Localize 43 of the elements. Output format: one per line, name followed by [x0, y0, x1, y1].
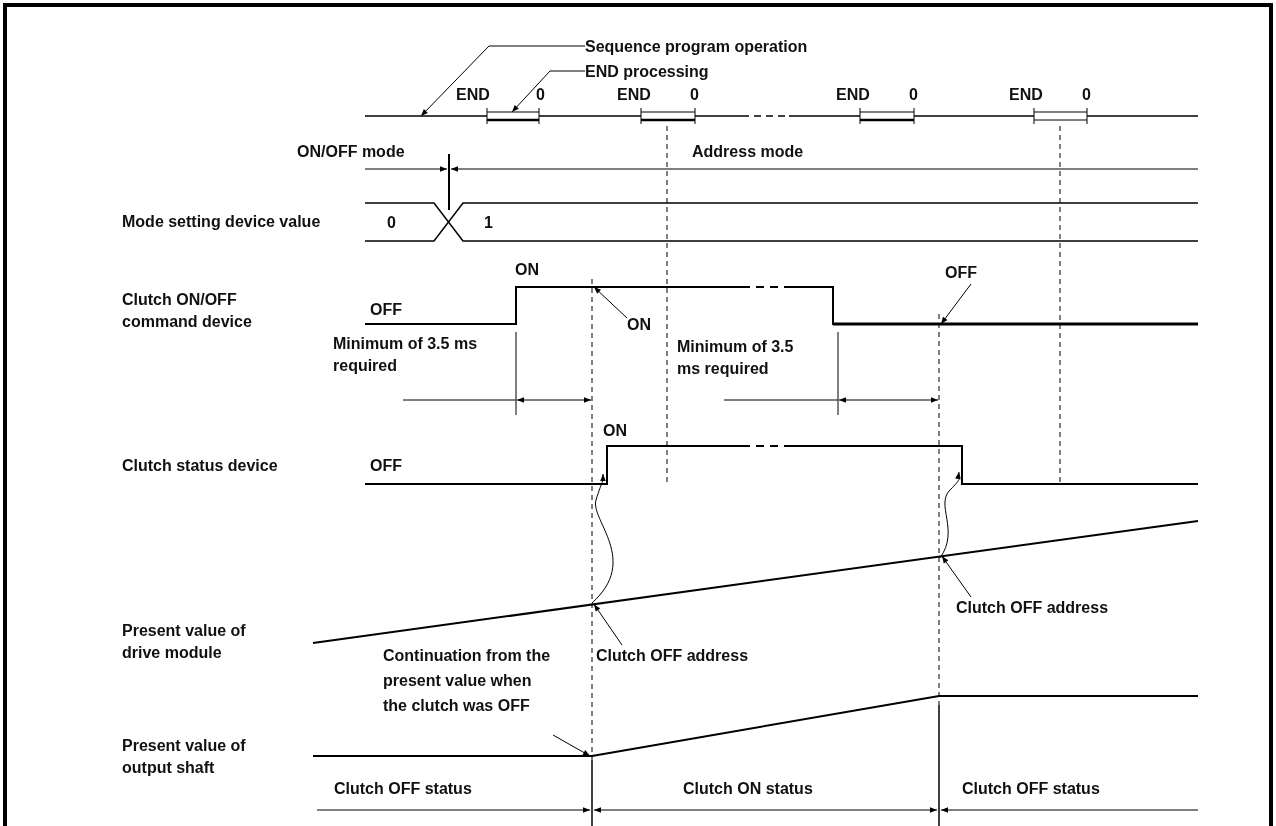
- step-label: 0: [536, 85, 545, 105]
- signal-name: Present value of output shaft: [122, 736, 247, 778]
- state-label: OFF: [370, 456, 402, 476]
- status-label: Clutch ON status: [683, 779, 813, 799]
- leader-line: [941, 555, 972, 598]
- leader-line: [593, 603, 623, 646]
- signal-name: Mode setting device value: [122, 212, 321, 232]
- state-label: ON: [603, 421, 627, 441]
- signal-name: Clutch ON/OFF command device: [122, 290, 253, 332]
- status-label: Clutch OFF status: [334, 779, 472, 799]
- leader-line: [593, 286, 628, 319]
- signal-name: Present value of drive module: [122, 621, 247, 663]
- value-label: 1: [484, 213, 493, 233]
- step-label: 0: [1082, 85, 1091, 105]
- callout-label: ON: [627, 314, 667, 336]
- end-label: END: [456, 85, 490, 105]
- leader-line: [940, 283, 972, 325]
- state-label: OFF: [370, 300, 402, 320]
- status-label: Clutch OFF status: [962, 779, 1100, 799]
- leader-line: [420, 45, 586, 117]
- callout-label: OFF: [945, 262, 995, 284]
- step-label: 0: [909, 85, 918, 105]
- end-processing-segment: [486, 107, 540, 125]
- output-value-line: [312, 695, 1199, 757]
- signal-name: Clutch status device: [122, 456, 278, 476]
- callout-label: END processing: [585, 61, 745, 83]
- mode-label: ON/OFF mode: [297, 142, 405, 162]
- drive-value-line: [312, 520, 1199, 644]
- leader-line: [552, 734, 591, 757]
- callout-label: Clutch OFF address: [956, 597, 1156, 619]
- end-label: END: [836, 85, 870, 105]
- timing-note: Minimum of 3.5 ms required: [333, 334, 479, 376]
- mode-label: Address mode: [692, 142, 804, 162]
- end-label: END: [617, 85, 651, 105]
- callout-label: Clutch OFF address: [596, 645, 796, 667]
- step-label: 0: [690, 85, 699, 105]
- callout-label: Sequence program operation: [585, 36, 845, 58]
- timing-note: Minimum of 3.5 ms required: [677, 337, 795, 379]
- callout-label: Continuation from the present value when the clutch was OFF: [383, 643, 553, 718]
- value-label: 0: [387, 213, 396, 233]
- state-label: ON: [515, 260, 539, 280]
- leader-line: [511, 70, 586, 113]
- end-label: END: [1009, 85, 1043, 105]
